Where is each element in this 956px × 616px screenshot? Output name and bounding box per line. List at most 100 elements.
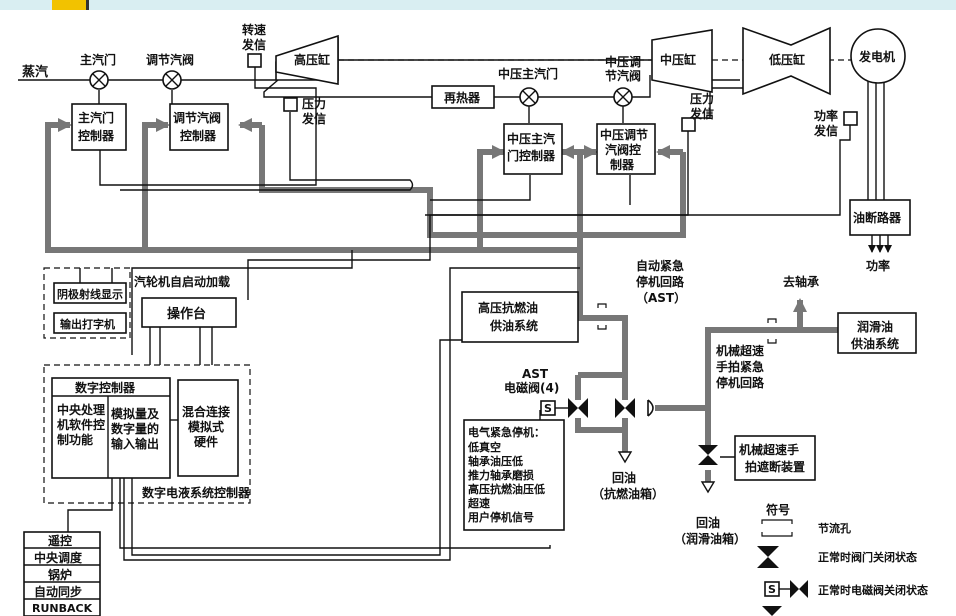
return-lube-label-1: 回油 [696,515,720,530]
cpu-label-2: 机软件控 [57,417,105,432]
emergency-item-1: 轴承油压低 [468,454,523,468]
control-valve-controller[interactable]: 调节汽阀 控制器 [169,103,229,151]
return-fuel-label-2: （抗燃油箱） [592,486,664,501]
feedback-lines [67,65,892,561]
hybrid-label-1: 混合连接 [182,404,230,419]
top-bar-mark [86,0,89,10]
remote-inputs: 遥控 中央调度 锅炉 自动同步 RUNBACK [23,531,101,616]
mech-trip-device[interactable]: 机械超速手 拍遮断装置 [734,435,816,481]
output-printer[interactable] [53,312,127,334]
ip-control-valve-controller[interactable]: 中压调节 汽阀控 制器 [596,123,656,175]
mech-device-label-2: 拍遮断装置 [745,459,805,474]
legend-closed-valve-symbol [757,546,779,568]
ip-stop-valve-label: 中压主汽门 [498,66,558,81]
mech-device-label-1: 机械超速手 [739,442,799,457]
breaker-label: 油断路器 [853,210,902,225]
ip-control-controller-label-2: 汽阀控 [605,142,641,157]
ip-control-controller-label-1: 中压调节 [600,127,648,142]
ip-cylinder[interactable] [651,29,713,93]
speed-sensor-label-2: 发信 [241,37,266,52]
power-sensor [843,111,858,126]
to-bearing-label: 去轴承 [783,274,819,289]
crt-display[interactable] [53,282,127,304]
reheater[interactable]: 再热器 [431,85,495,109]
operator-console[interactable]: 操作台 [141,297,237,328]
return-lube-label-2: （润滑油箱） [674,531,746,546]
hp-fuel-supply[interactable]: 高压抗燃油 供油系统 [461,291,579,343]
emergency-item-5: 用户停机信号 [468,510,534,524]
main-stop-valve-controller[interactable]: 主汽门 控制器 [71,103,127,151]
ast-valve-1[interactable] [568,398,588,418]
legend-partial-symbol [762,606,782,616]
power-output-label: 功率 [866,258,890,273]
ast-solenoid[interactable]: S [540,400,568,416]
ast-label-3: （AST） [636,290,686,305]
ast-valve-2[interactable] [615,398,635,418]
remote-input-0: 遥控 [48,533,72,548]
digital-controller-label: 数字控制器 [75,380,136,395]
cpu-label-3: 制功能 [57,432,93,447]
return-fuel-arrow [617,451,633,464]
lp-cylinder[interactable] [742,26,831,96]
lube-label-2: 供油系统 [850,336,899,351]
mech-trip-label-3: 停机回路 [716,375,765,390]
legend-orifice-label: 节流孔 [818,521,851,535]
lube-oil-supply[interactable]: 润滑油 供油系统 [837,312,917,354]
hybrid-hardware[interactable] [177,379,239,477]
pressure-sensor-2 [681,117,696,132]
generator[interactable] [850,28,906,84]
steam-label: 蒸汽 [22,64,48,80]
emergency-item-0: 低真空 [467,440,501,454]
ip-control-valve[interactable] [613,87,633,107]
lube-label-1: 润滑油 [857,319,893,334]
pressure-sensor-1-label-2: 发信 [301,111,326,126]
io-label-1: 模拟量及 [111,406,160,421]
output-printer-label: 输出打字机 [60,317,115,331]
generator-label: 发电机 [858,49,895,64]
ip-stop-valve-controller[interactable]: 中压主汽 门控制器 [503,123,563,175]
dehc-frame [43,364,251,504]
emergency-item-3: 高压抗燃油压低 [468,482,545,496]
mech-trip-label-2: 手拍紧急 [716,359,764,374]
legend-solenoid-closed-label: 正常时电磁阀关闭状态 [818,583,928,597]
power-sensor-label-2: 发信 [813,123,838,138]
speed-sensor [247,53,262,68]
ast-valve-label-2: 电磁阀(4) [504,380,559,395]
remote-input-1: 中央调度 [34,550,83,565]
control-controller-label-1: 调节汽阀 [173,110,221,125]
ip-stop-controller-label-1: 中压主汽 [507,131,555,146]
oil-circuit-breaker[interactable]: 油断路器 [849,199,911,236]
ip-stop-controller-label-2: 门控制器 [507,148,556,163]
ast-label-2: 停机回路 [636,274,685,289]
power-sensor-label-1: 功率 [814,108,838,123]
ast-label-1: 自动紧急 [636,258,684,273]
ip-stop-valve[interactable] [519,87,539,107]
return-lube-arrow [700,481,716,494]
ip-control-controller-label-3: 制器 [610,157,635,172]
remote-input-4: RUNBACK [32,602,93,615]
emergency-item-2: 推力轴承磨损 [468,468,534,482]
main-stop-controller-label-1: 主汽门 [78,110,114,125]
mech-trip-valve[interactable] [698,445,718,465]
digital-controller[interactable] [51,377,171,479]
legend-closed-valve-label: 正常时阀门关闭状态 [818,550,917,564]
legend-solenoid-letter: S [768,583,776,596]
ip-control-valve-label-2: 节汽阀 [605,68,641,83]
pressure-sensor-1 [283,97,298,112]
main-stop-controller-label-2: 控制器 [78,128,115,143]
io-label-3: 输入输出 [111,436,159,451]
crt-display-label: 阴极射线显示 [57,287,123,301]
main-stop-valve-label: 主汽门 [80,52,116,67]
hp-cylinder[interactable] [275,34,339,85]
control-valve[interactable] [162,70,182,90]
remote-input-3: 自动同步 [34,584,82,599]
legend-solenoid-valve-symbol [790,580,808,598]
main-stop-valve[interactable] [89,70,109,90]
emergency-trip-box: 电气紧急停机： 低真空 轴承油压低 推力轴承磨损 高压抗燃油压低 超速 用户停机… [463,419,565,531]
cpu-label-1: 中央处理 [57,402,105,417]
orifice-hp [597,303,607,330]
lp-cylinder-label: 低压缸 [768,52,805,67]
steam-path [18,59,851,98]
thick-signal-lines [45,118,838,482]
